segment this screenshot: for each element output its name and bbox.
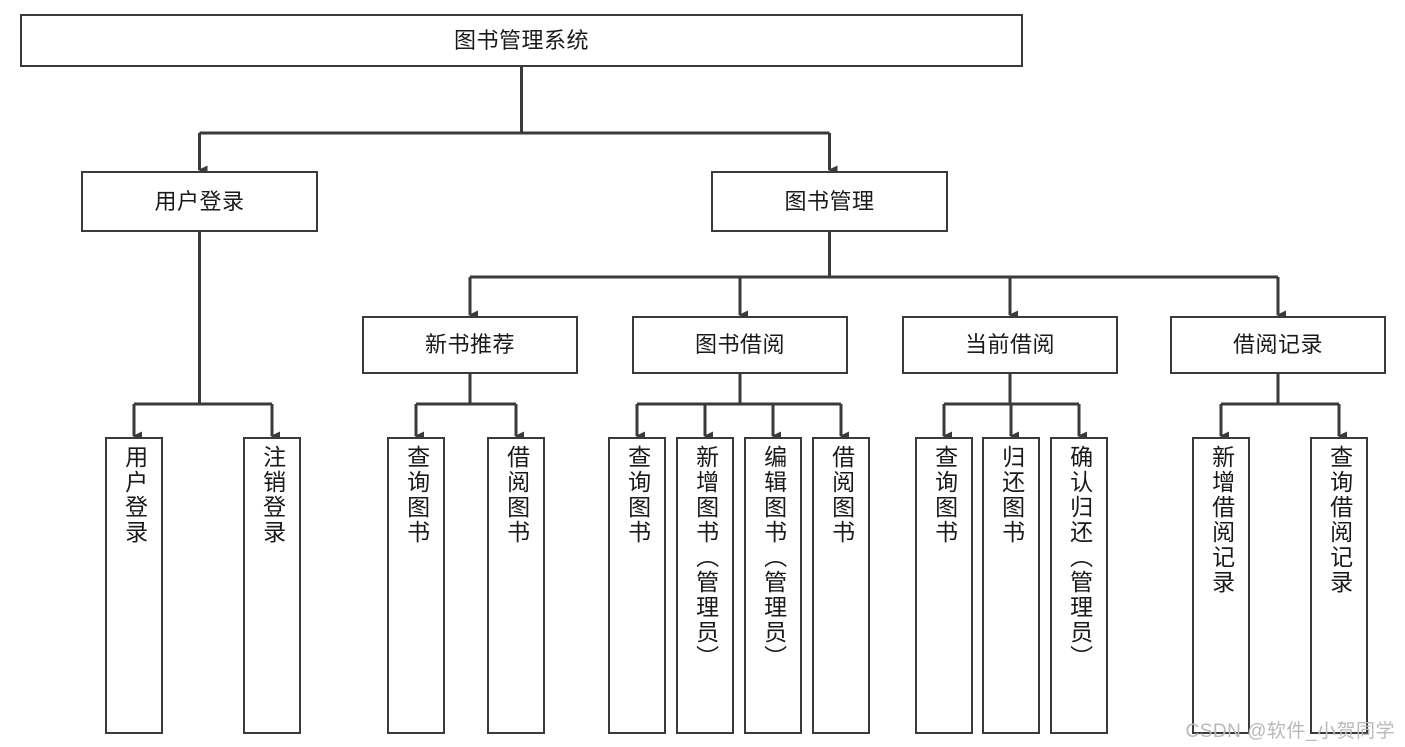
- node-label: 查询图书: [624, 445, 651, 545]
- node-login[interactable]: 用户登录: [81, 171, 318, 232]
- node-leaf-rec-1[interactable]: 新增借阅记录: [1192, 437, 1250, 734]
- node-bookmgmt[interactable]: 图书管理: [711, 171, 948, 232]
- node-label: 用户登录: [154, 188, 245, 214]
- node-label: 借阅记录: [1232, 332, 1323, 358]
- node-label: 确认归还（管理员）: [1066, 445, 1093, 670]
- node-label: 图书管理: [784, 188, 875, 214]
- node-label: 借阅图书: [828, 445, 855, 545]
- node-label: 新书推荐: [424, 332, 515, 358]
- node-leaf-bor-1[interactable]: 查询图书: [608, 437, 666, 734]
- node-leaf-bor-2[interactable]: 新增图书（管理员）: [676, 437, 734, 734]
- node-leaf-login-1[interactable]: 用户登录: [105, 437, 163, 734]
- node-leaf-rec-2[interactable]: 查询借阅记录: [1310, 437, 1368, 734]
- node-label: 注销登录: [259, 445, 286, 545]
- node-label: 当前借阅: [964, 332, 1055, 358]
- node-leaf-bor-4[interactable]: 借阅图书: [812, 437, 870, 734]
- watermark: CSDN @软件_小贺同学: [1185, 721, 1395, 742]
- node-label: 新增借阅记录: [1208, 445, 1235, 595]
- node-leaf-new-1[interactable]: 查询图书: [387, 437, 445, 734]
- node-label: 新增图书（管理员）: [692, 445, 719, 670]
- node-label: 借阅图书: [503, 445, 530, 545]
- node-leaf-cur-1[interactable]: 查询图书: [915, 437, 973, 734]
- node-leaf-cur-3[interactable]: 确认归还（管理员）: [1050, 437, 1108, 734]
- node-leaf-login-2[interactable]: 注销登录: [243, 437, 301, 734]
- node-label: 查询图书: [931, 445, 958, 545]
- node-current[interactable]: 当前借阅: [902, 316, 1118, 374]
- edge-group: [132, 67, 1347, 441]
- node-records[interactable]: 借阅记录: [1170, 316, 1386, 374]
- node-label: 图书管理系统: [453, 27, 589, 53]
- node-label: 图书借阅: [694, 332, 785, 358]
- node-label: 查询借阅记录: [1326, 445, 1353, 595]
- node-leaf-bor-3[interactable]: 编辑图书（管理员）: [744, 437, 802, 734]
- node-newbook[interactable]: 新书推荐: [362, 316, 578, 374]
- node-leaf-cur-2[interactable]: 归还图书: [982, 437, 1040, 734]
- node-label: 归还图书: [998, 445, 1025, 545]
- node-label: 编辑图书（管理员）: [760, 445, 787, 670]
- node-root[interactable]: 图书管理系统: [20, 14, 1023, 67]
- node-borrow[interactable]: 图书借阅: [632, 316, 848, 374]
- node-leaf-new-2[interactable]: 借阅图书: [487, 437, 545, 734]
- node-label: 用户登录: [121, 445, 148, 545]
- node-label: 查询图书: [403, 445, 430, 545]
